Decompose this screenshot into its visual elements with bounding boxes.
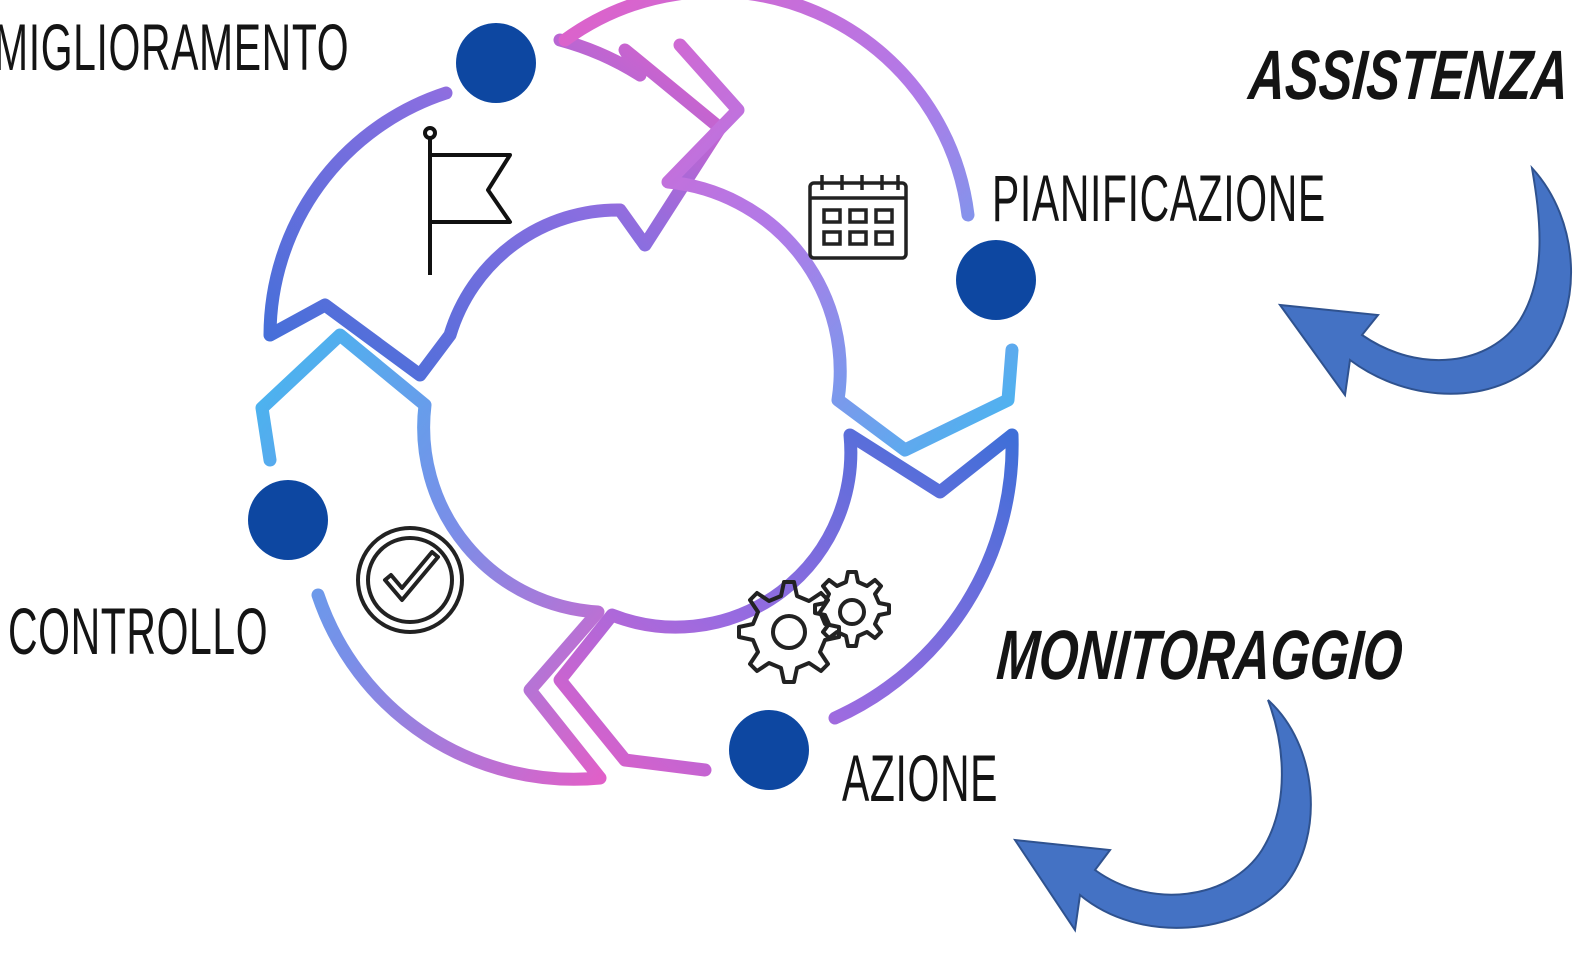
label-assistenza: ASSISTENZA xyxy=(1246,36,1572,114)
check-circle-icon xyxy=(356,526,464,634)
curved-arrow-assistenza xyxy=(1277,164,1572,398)
label-controllo: CONTROLLO xyxy=(8,594,269,668)
node-controllo xyxy=(248,480,328,560)
gears-icon xyxy=(737,570,891,684)
cycle-arrow-top-right xyxy=(558,0,1019,457)
node-azione xyxy=(729,710,809,790)
label-miglioramento: MIGLIORAMENTO xyxy=(0,10,350,84)
cycle-arrow-bottom-right xyxy=(553,428,1019,777)
label-monitoraggio: MONITORAGGIO xyxy=(994,616,1406,694)
node-miglioramento xyxy=(456,23,536,103)
cycle-arrow-bottom-left xyxy=(255,328,607,786)
label-pianificazione: PIANIFICAZIONE xyxy=(992,161,1326,235)
node-pianificazione xyxy=(956,240,1036,320)
label-azione: AZIONE xyxy=(842,741,999,815)
curved-arrow-monitoraggio xyxy=(1012,699,1312,933)
calendar-icon xyxy=(808,175,908,260)
flag-icon xyxy=(423,126,512,275)
